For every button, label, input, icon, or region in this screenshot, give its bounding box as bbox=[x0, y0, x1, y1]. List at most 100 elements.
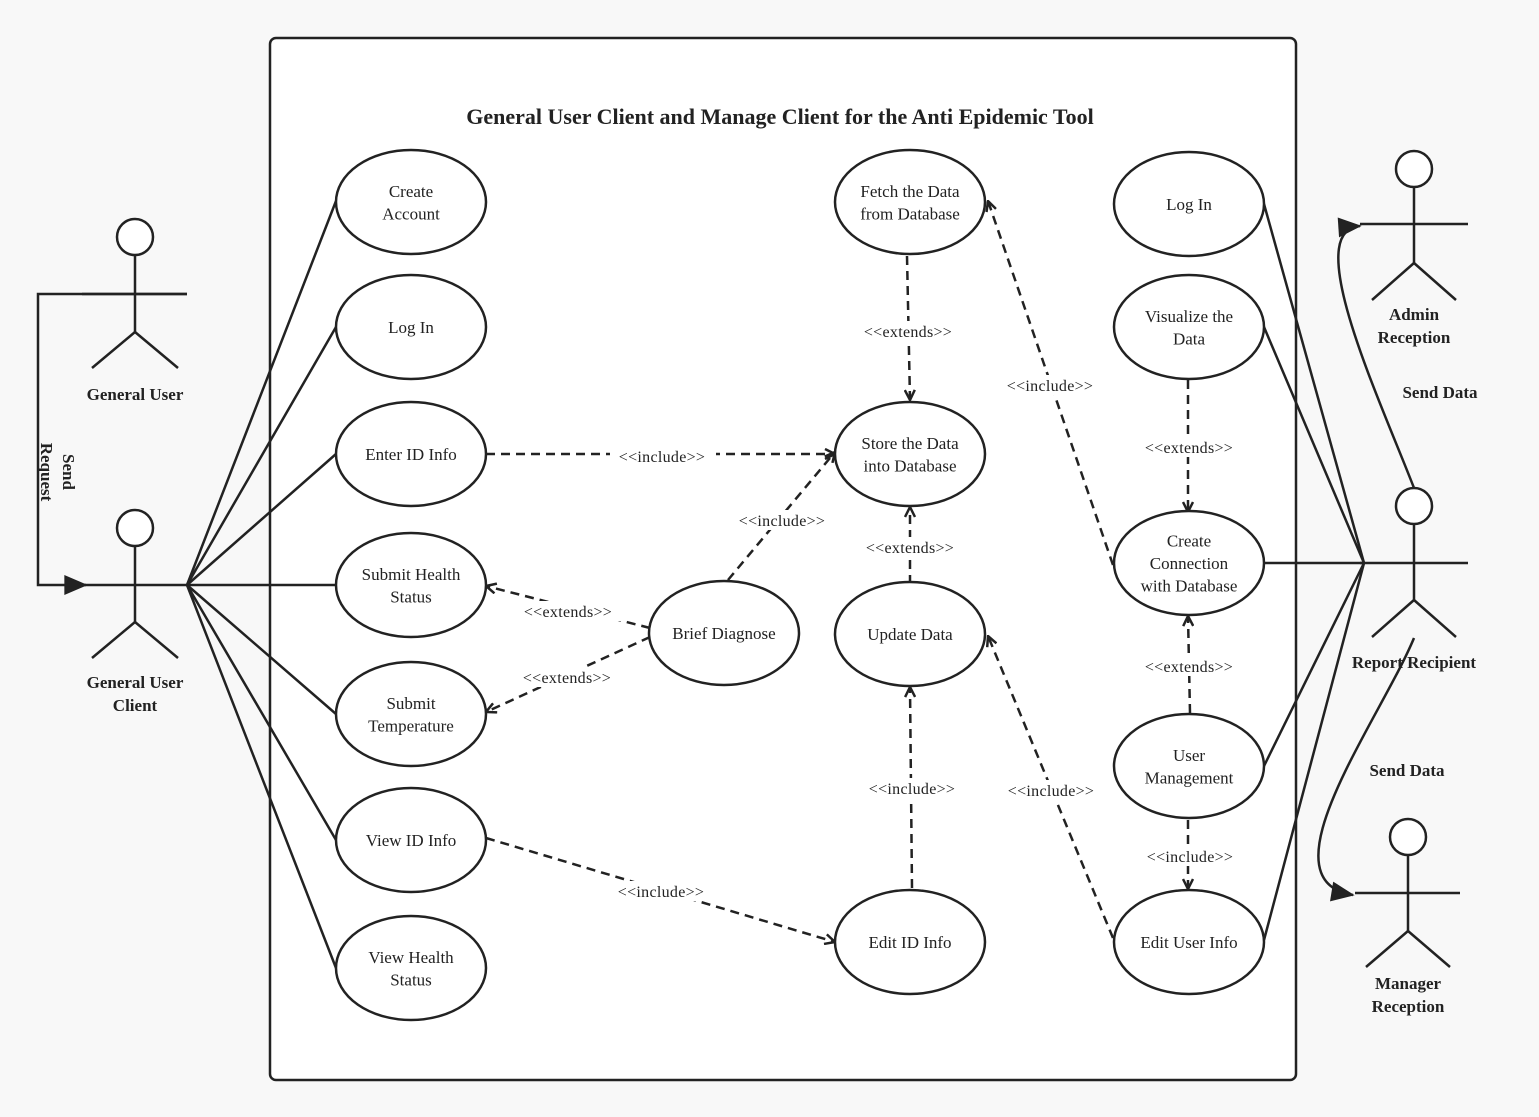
use-case-user-management[interactable] bbox=[1112, 712, 1266, 820]
extends-label: <<extends>> bbox=[1145, 440, 1233, 457]
actor-general-user[interactable]: General User bbox=[82, 217, 187, 404]
system-boundary bbox=[268, 36, 1298, 1082]
use-case-edit-user-info-label: Edit User Info bbox=[1140, 933, 1237, 952]
text-line: Admin bbox=[1389, 305, 1440, 324]
stereotype-labels: <<include>> <<include>> <<extends>> <<ex… bbox=[513, 321, 1243, 901]
use-case-fetch-data[interactable] bbox=[833, 148, 987, 256]
send-data-admin-arrow bbox=[1337, 217, 1416, 489]
include-label: <<include>> bbox=[618, 884, 705, 901]
text-line: Status bbox=[390, 970, 432, 989]
extends-label: <<extends>> bbox=[866, 540, 954, 557]
text-line: Create bbox=[389, 182, 433, 201]
text-line: Brief Diagnose bbox=[672, 624, 775, 643]
text-line: Create bbox=[1167, 532, 1211, 551]
text-line: Reception bbox=[1378, 328, 1451, 347]
send-request-arrow bbox=[36, 292, 187, 595]
actor-head-icon bbox=[1388, 817, 1428, 857]
text-line: View Health bbox=[368, 948, 454, 967]
use-case-log-in-left[interactable] bbox=[334, 273, 488, 381]
use-case-log-in-right[interactable] bbox=[1112, 150, 1266, 258]
actor-head-icon bbox=[1394, 486, 1434, 526]
use-case-log-in-left-label: Log In bbox=[388, 318, 434, 337]
text-line: View ID Info bbox=[366, 831, 457, 850]
text-line: Update Data bbox=[867, 625, 953, 644]
text-line: Enter ID Info bbox=[365, 445, 457, 464]
text-line: Submit bbox=[386, 694, 435, 713]
text-line: Edit ID Info bbox=[868, 933, 951, 952]
recipient-associations bbox=[1262, 203, 1366, 941]
text-line: Reception bbox=[1372, 997, 1445, 1016]
use-case-create-account[interactable] bbox=[334, 148, 488, 256]
use-case-store-data[interactable] bbox=[833, 400, 987, 508]
text-line: Store the Data bbox=[861, 434, 959, 453]
use-case-create-connection[interactable] bbox=[1112, 509, 1266, 617]
use-case-view-id-info-label: View ID Info bbox=[366, 831, 457, 850]
actor-report-recipient[interactable]: Report Recipient bbox=[1352, 486, 1477, 672]
include-label: <<include>> bbox=[1008, 783, 1095, 800]
text-line: Management bbox=[1145, 768, 1234, 787]
text-line: Temperature bbox=[368, 716, 454, 735]
include-label: <<include>> bbox=[619, 449, 706, 466]
use-case-submit-health-status[interactable] bbox=[334, 531, 488, 639]
text-line: Log In bbox=[1166, 195, 1212, 214]
use-case-brief-diagnose[interactable] bbox=[647, 579, 801, 687]
send-request-label: SendRequest bbox=[37, 443, 78, 502]
use-case-brief-diagnose-label: Brief Diagnose bbox=[672, 624, 775, 643]
use-case-enter-id-info[interactable] bbox=[334, 400, 488, 508]
text-line: General User bbox=[87, 673, 184, 692]
text-line: from Database bbox=[860, 204, 960, 223]
text-line: Manager bbox=[1375, 974, 1442, 993]
text-line: with Database bbox=[1141, 577, 1238, 596]
send-data-admin-label: Send Data bbox=[1402, 383, 1478, 402]
extends-label: <<extends>> bbox=[1145, 659, 1233, 676]
text-line: Client bbox=[113, 696, 158, 715]
text-line: Request bbox=[37, 443, 56, 502]
use-case-visualize-data[interactable] bbox=[1112, 273, 1266, 381]
text-line: Edit User Info bbox=[1140, 933, 1237, 952]
text-line: Connection bbox=[1150, 554, 1229, 573]
client-associations bbox=[185, 200, 338, 969]
text-line: Data bbox=[1173, 329, 1206, 348]
send-data-manager-label: Send Data bbox=[1369, 761, 1445, 780]
use-case-enter-id-info-label: Enter ID Info bbox=[365, 445, 457, 464]
include-label: <<include>> bbox=[739, 513, 826, 530]
text-line: Submit Health bbox=[362, 565, 461, 584]
use-case-submit-temperature[interactable] bbox=[334, 660, 488, 768]
actor-head-icon bbox=[115, 508, 155, 548]
text-line: Visualize the bbox=[1145, 307, 1233, 326]
use-case-view-id-info[interactable] bbox=[334, 786, 488, 894]
extends-label: <<extends>> bbox=[524, 604, 612, 621]
use-case-edit-id-info-label: Edit ID Info bbox=[868, 933, 951, 952]
extends-label: <<extends>> bbox=[864, 324, 952, 341]
use-case-update-data[interactable] bbox=[833, 580, 987, 688]
text-line: User bbox=[1173, 746, 1205, 765]
use-case-edit-user-info[interactable] bbox=[1112, 888, 1266, 996]
use-case-log-in-right-label: Log In bbox=[1166, 195, 1212, 214]
use-case-view-health-status[interactable] bbox=[334, 914, 488, 1022]
text-line: Account bbox=[382, 204, 440, 223]
diagram-title: General User Client and Manage Client fo… bbox=[466, 104, 1093, 129]
include-label: <<include>> bbox=[869, 781, 956, 798]
actor-head-icon bbox=[115, 217, 155, 257]
actor-head-icon bbox=[1394, 149, 1434, 189]
text-line: Log In bbox=[388, 318, 434, 337]
use-case-store-data-label: Store the Data into Database bbox=[861, 434, 959, 476]
use-case-edit-id-info[interactable] bbox=[833, 888, 987, 996]
include-label: <<include>> bbox=[1147, 849, 1234, 866]
text-line: into Database bbox=[864, 456, 957, 475]
